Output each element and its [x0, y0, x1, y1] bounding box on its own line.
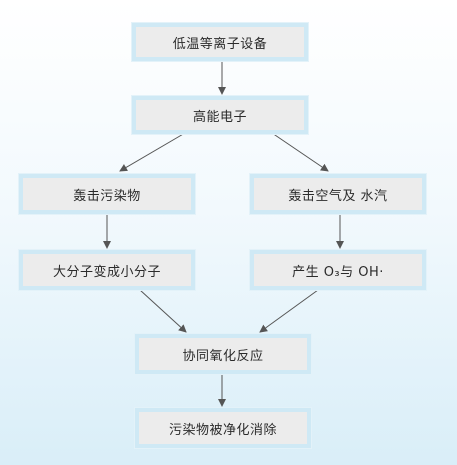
node-plasma-device: 低温等离子设备: [132, 23, 308, 61]
node-bombard-air-label: 轰击空气及 水汽: [288, 188, 388, 204]
node-high-energy-electrons: 高能电子: [132, 96, 308, 134]
node-plasma-device-label: 低温等离子设备: [172, 36, 268, 52]
node-synergistic-oxidation-label: 协同氧化反应: [182, 348, 264, 364]
node-purification-label: 污染物被净化消除: [168, 422, 277, 438]
node-synergistic-oxidation: 协同氧化反应: [135, 334, 311, 374]
node-split-molecules-label: 大分子变成小分子: [52, 264, 161, 280]
node-produce-o3-oh-label: 产生 O₃与 OH·: [292, 264, 384, 280]
node-bombard-air: 轰击空气及 水汽: [250, 174, 426, 214]
arrow-electrons-to-bombard-air: [271, 132, 329, 172]
node-bombard-pollutants: 轰击污染物: [19, 174, 195, 214]
node-bombard-pollutants-label: 轰击污染物: [73, 188, 141, 204]
arrow-produce-to-oxidation: [259, 289, 319, 333]
arrow-electrons-to-bombard-pollutants: [119, 132, 186, 172]
node-high-energy-electrons-label: 高能电子: [192, 109, 247, 125]
node-purification: 污染物被净化消除: [135, 408, 311, 448]
arrow-split-to-oxidation: [139, 289, 187, 333]
node-produce-o3-oh: 产生 O₃与 OH·: [250, 250, 426, 290]
node-split-molecules: 大分子变成小分子: [19, 250, 195, 290]
